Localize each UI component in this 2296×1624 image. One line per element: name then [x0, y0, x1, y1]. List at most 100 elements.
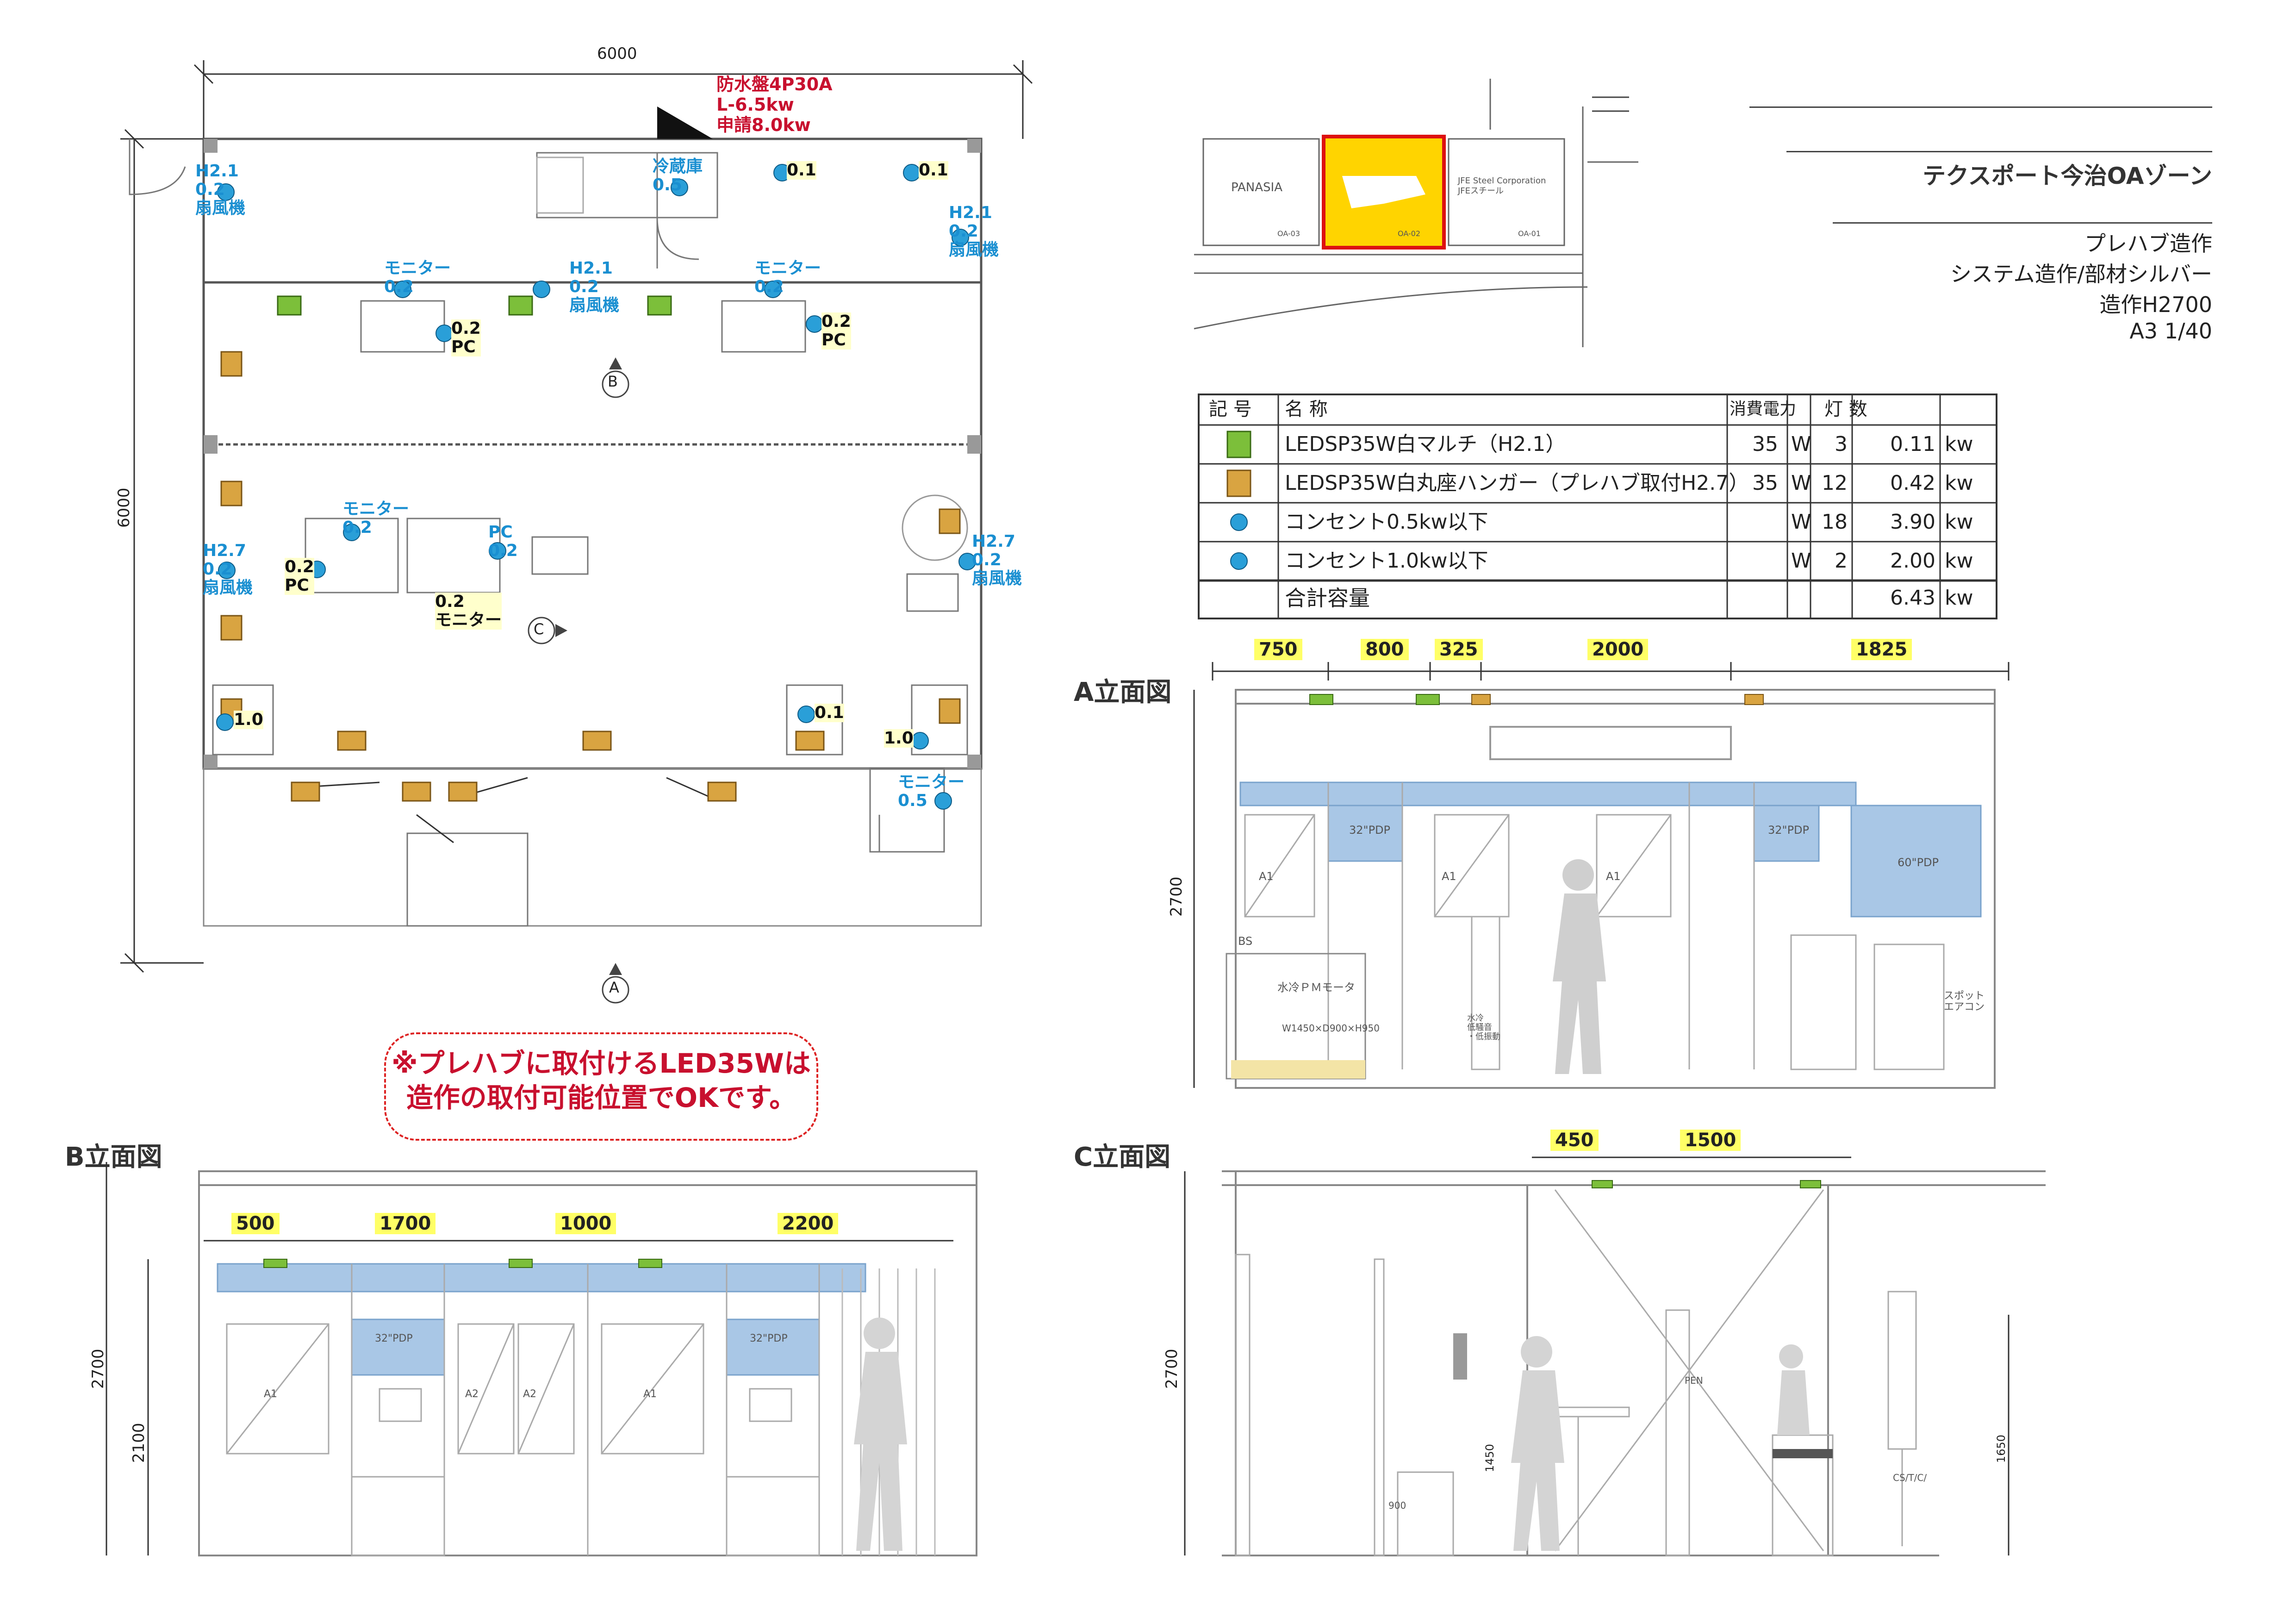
elev-c-dim-1: 450 — [1550, 1130, 1599, 1151]
booth-code-3: OA-01 — [1518, 229, 1541, 238]
key-plan-drawing — [1194, 79, 1638, 347]
title-line-1: プレハブ造作 — [2084, 231, 2212, 256]
elev-a-label-5: 32"PDP — [1768, 824, 1810, 837]
plan-width-dim: 6000 — [597, 44, 637, 63]
legend-row-2-count: 12 — [1822, 471, 1848, 495]
elevation-b-title: B立面図 — [65, 1142, 162, 1172]
elev-c-label-3: 900 — [1388, 1500, 1406, 1511]
legend-symbol-outlet-10 — [1230, 552, 1248, 570]
monitor-label-1: モニター 0.2 — [384, 259, 451, 296]
legend-row-4-unit: kw — [1945, 549, 1973, 573]
legend-row-2-name: LEDSP35W白丸座ハンガー（プレハブ取付H2.7） — [1285, 471, 1749, 495]
legend-row-1-kw: 0.11 — [1890, 432, 1935, 456]
legend-row-1-name: LEDSP35W白マルチ（H2.1） — [1285, 432, 1566, 456]
legend-symbol-led-multi — [1226, 431, 1251, 458]
legend-total-unit: kw — [1945, 586, 1973, 610]
legend-row-3-count: 18 — [1822, 510, 1848, 534]
elevation-a-title: A立面図 — [1074, 677, 1172, 707]
section-marker-a: A — [609, 979, 619, 996]
legend-row-2-kw: 0.42 — [1890, 471, 1935, 495]
pc-label-4: 0.2 PC — [285, 557, 314, 595]
elev-a-label-2: 32"PDP — [1349, 824, 1391, 837]
section-marker-b: B — [608, 373, 618, 390]
legend-row-2-watt: 35 — [1752, 471, 1778, 495]
legend-row-3-unit: kw — [1945, 510, 1973, 534]
elev-a-dim-5: 1825 — [1851, 639, 1912, 660]
legend-total-kw: 6.43 — [1890, 586, 1935, 610]
pc-label-3: PC 0.2 — [488, 523, 518, 560]
booth-panasia: PANASIA — [1231, 181, 1282, 194]
elev-c-dim-2: 1500 — [1680, 1130, 1741, 1151]
booth-code-2: OA-02 — [1398, 229, 1421, 238]
title-line-3: 造作H2700 — [2099, 292, 2212, 317]
elevation-a-drawing — [1193, 662, 2010, 1089]
elev-a-label-3: A1 — [1442, 870, 1456, 883]
elev-a-label-10: 水冷 低騒音 ・低振動 — [1467, 1013, 1500, 1042]
legend-row-1-count: 3 — [1835, 432, 1848, 456]
elev-c-label-1: PEN — [1685, 1375, 1703, 1386]
fan-label-nw: H2.1 0.2 扇風機 — [195, 162, 246, 218]
title-line-2: システム造作/部材シルバー — [1950, 262, 2212, 287]
legend-row-2-watt-unit: W — [1791, 471, 1811, 495]
legend-symbol-outlet-05 — [1230, 513, 1248, 531]
led-multi-2 — [508, 295, 533, 316]
elev-b-dim-1: 500 — [231, 1213, 280, 1234]
legend-row-3-kw: 3.90 — [1890, 510, 1935, 534]
elev-b-label-1: A1 — [264, 1388, 278, 1400]
elev-a-label-7: BS — [1238, 935, 1253, 948]
fan-label-ne: H2.1 0.2 扇風機 — [949, 203, 999, 259]
elev-b-label-5: A1 — [643, 1388, 657, 1400]
installation-note: ※プレハブに取付けるLED35Wは 造作の取付可能位置でOKです。 — [384, 1032, 818, 1141]
elevation-c: C立面図 450 1500 2700 1450 1650 — [1064, 1130, 2268, 1593]
legend-header-symbol: 記 号 — [1209, 399, 1252, 420]
power-panel-label: 防水盤4P30A L-6.5kw 申請8.0kw — [716, 74, 833, 135]
key-plan: PANASIA JFE Steel Corporation JFEスチール OA… — [1185, 69, 1638, 356]
elevation-a: A立面図 750 800 325 2000 1825 2700 — [1064, 630, 2268, 1120]
plan-height-dim: 6000 — [115, 487, 133, 528]
title-block-lines: プレハブ造作 システム造作/部材シルバー 造作H2700 A3 1/40 — [1796, 227, 2212, 344]
legend-row-2-unit: kw — [1945, 471, 1973, 495]
title-line-4: A3 1/40 — [2129, 319, 2212, 344]
elev-c-label-2: CS/T/C/ — [1893, 1472, 1927, 1483]
legend-grid — [1200, 395, 1996, 618]
fan-label-w: H2.7 0.2 扇風機 — [203, 541, 253, 597]
legend-total-label: 合計容量 — [1285, 586, 1370, 611]
elevation-b-drawing — [106, 1162, 977, 1556]
elev-b-label-6: 32"PDP — [750, 1333, 788, 1344]
elev-b-label-3: A2 — [465, 1388, 479, 1400]
elev-a-dim-2: 800 — [1361, 639, 1409, 660]
power-panel-symbol — [657, 106, 713, 139]
section-marker-c: C — [534, 620, 544, 638]
power-panel-line-2: L-6.5kw — [716, 94, 794, 115]
pc-label-2: 0.2 PC — [821, 312, 851, 350]
led-multi-3 — [647, 295, 672, 316]
elev-a-label-8: 水冷ＰＭモータ — [1277, 981, 1355, 994]
elev-a-label-9: W1450×D900×H950 — [1282, 1023, 1380, 1034]
legend-row-4-count: 2 — [1835, 549, 1848, 573]
outlet-label-top2: 0.1 — [919, 161, 948, 180]
floor-plan: 6000 6000 防水盤4P30A L-6.5kw 申請8.0kw H2.1 … — [0, 0, 1064, 1141]
legend-row-4-watt-unit: W — [1791, 549, 1811, 573]
outlet-label-top1: 0.1 — [787, 161, 816, 180]
booth-jfe: JFE Steel Corporation JFEスチール — [1458, 176, 1546, 196]
legend-header-power: 消費電力 — [1730, 400, 1797, 418]
elev-b-dim-2: 1700 — [375, 1213, 436, 1234]
outlet-label-se: 1.0 — [884, 729, 914, 748]
elev-a-dim-3: 325 — [1435, 639, 1483, 660]
elev-b-dim-3: 1000 — [555, 1213, 616, 1234]
elev-a-label-11: スポット エアコン — [1944, 990, 1985, 1013]
outlet-label-s: 0.1 — [815, 703, 844, 722]
legend-header-count: 灯 数 — [1824, 399, 1867, 420]
legend-row-4-kw: 2.00 — [1890, 549, 1935, 573]
legend-header-name: 名 称 — [1285, 399, 1328, 420]
legend-row-3-name: コンセント0.5kw以下 — [1285, 510, 1488, 534]
elev-a-label-6: 60"PDP — [1898, 856, 1939, 869]
fan-label-center: H2.1 0.2 扇風機 — [569, 259, 620, 315]
elev-a-label-4: A1 — [1606, 870, 1621, 883]
booth-code-1: OA-03 — [1277, 229, 1300, 238]
legend-row-3-watt-unit: W — [1791, 510, 1811, 534]
elevation-c-drawing — [1184, 1156, 2046, 1556]
elev-a-dim-4: 2000 — [1587, 639, 1649, 660]
floor-plan-drawing — [120, 60, 1033, 1004]
